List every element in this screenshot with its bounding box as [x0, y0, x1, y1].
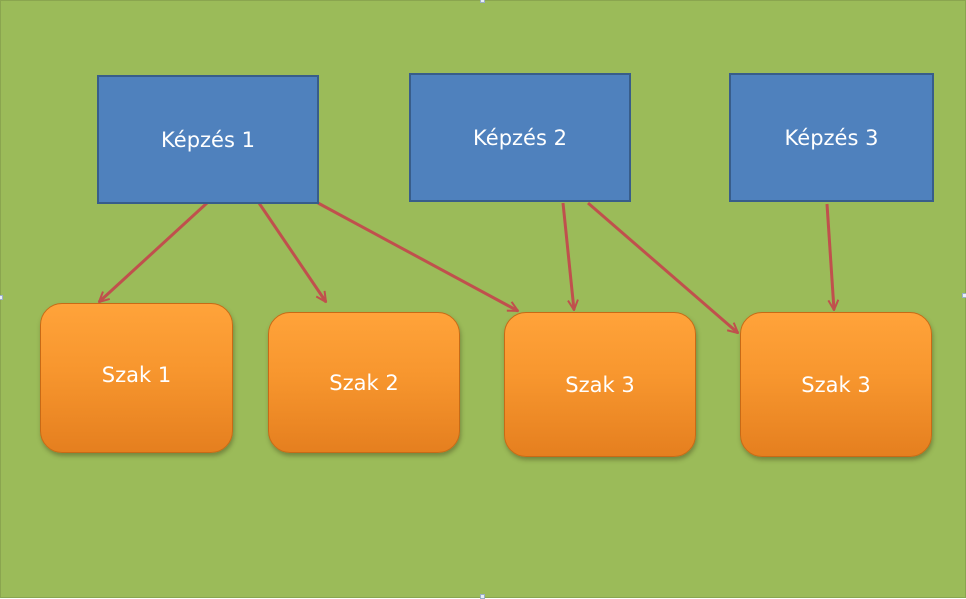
selection-handle-bottom[interactable] — [480, 594, 485, 599]
node-kepzes-2[interactable]: Képzés 2 — [409, 73, 631, 202]
node-szak-2[interactable]: Szak 2 — [268, 312, 460, 453]
node-kepzes-3[interactable]: Képzés 3 — [729, 73, 934, 202]
node-label: Szak 3 — [801, 372, 871, 397]
node-label: Képzés 2 — [473, 125, 567, 150]
selection-handle-right[interactable] — [962, 293, 966, 298]
node-label: Szak 1 — [101, 362, 172, 387]
node-label: Képzés 1 — [161, 127, 255, 152]
node-label: Szak 2 — [329, 370, 399, 395]
node-szak-3a[interactable]: Szak 3 — [504, 312, 696, 457]
node-szak-3b[interactable]: Szak 3 — [740, 312, 932, 457]
selection-handle-top[interactable] — [480, 0, 485, 3]
selection-handle-left[interactable] — [0, 295, 3, 300]
node-label: Szak 3 — [565, 372, 635, 397]
node-label: Képzés 3 — [784, 125, 879, 150]
node-szak-1[interactable]: Szak 1 — [40, 303, 233, 453]
node-kepzes-1[interactable]: Képzés 1 — [97, 75, 319, 204]
